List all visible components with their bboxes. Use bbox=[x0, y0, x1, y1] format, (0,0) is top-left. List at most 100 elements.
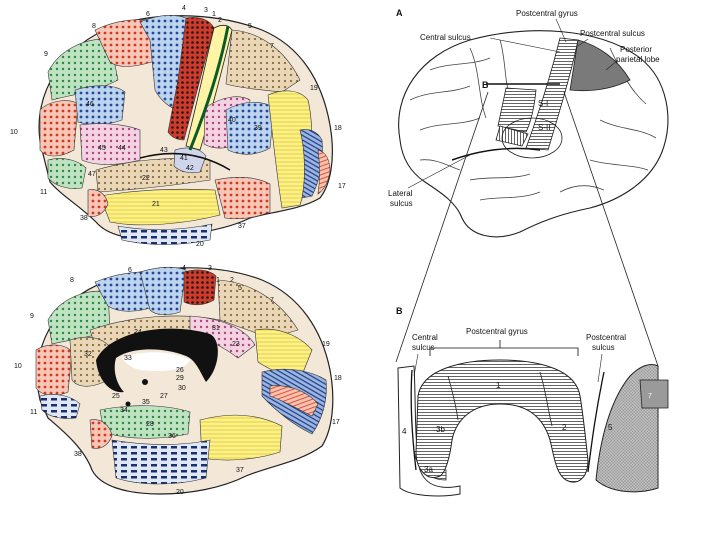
panel-a-postcentral-gyrus bbox=[525, 37, 579, 151]
area-num-43: 43 bbox=[160, 147, 168, 154]
m-area-num-27: 27 bbox=[160, 393, 168, 400]
m-area-num-4: 4 bbox=[182, 265, 186, 272]
m-area-num-7: 7 bbox=[270, 297, 274, 304]
m-area-num-29: 29 bbox=[176, 375, 184, 382]
m-area-num-10: 10 bbox=[14, 363, 22, 370]
fornix-dot bbox=[125, 401, 131, 407]
area-num-38: 38 bbox=[80, 215, 88, 222]
m-area-num-31: 31 bbox=[212, 325, 220, 332]
area-5-7-region bbox=[225, 29, 301, 93]
m-area-11-region bbox=[39, 394, 81, 419]
area-num-17: 17 bbox=[338, 183, 346, 190]
label-central-sulcus: Central sulcus bbox=[420, 33, 471, 42]
label-b-postcentral-gyrus: Postcentral gyrus bbox=[466, 327, 528, 336]
area-37-region bbox=[214, 177, 271, 220]
area-num-41: 41 bbox=[180, 155, 188, 162]
label-area-7: 7 bbox=[648, 393, 652, 400]
m-area-10-region bbox=[35, 344, 73, 396]
m-area-num-36: 36 bbox=[168, 433, 176, 440]
gyrus-bracket bbox=[429, 347, 579, 356]
area-17-region bbox=[317, 149, 331, 195]
area-num-10: 10 bbox=[10, 129, 18, 136]
area-num-18: 18 bbox=[334, 125, 342, 132]
m-area-num-9: 9 bbox=[30, 313, 34, 320]
area-num-37: 37 bbox=[238, 223, 246, 230]
medial-area-numbers: 1 2 3 4 5 6 7 8 9 10 11 17 18 19 20 23 2… bbox=[14, 265, 342, 496]
m-area-num-6: 6 bbox=[128, 267, 132, 274]
area-num-9: 9 bbox=[44, 51, 48, 58]
label-posterior: Posterior bbox=[620, 45, 652, 54]
m-area-38-region bbox=[89, 419, 113, 449]
m-area-num-8: 8 bbox=[70, 277, 74, 284]
lateral-fissure-line bbox=[139, 152, 231, 171]
m-area-num-19: 19 bbox=[322, 341, 330, 348]
m-area-num-37: 37 bbox=[236, 467, 244, 474]
label-postcentral-gyrus: Postcentral gyrus bbox=[516, 9, 578, 18]
area-num-39: 39 bbox=[254, 125, 262, 132]
area-46-region bbox=[74, 85, 126, 126]
leader-b-central bbox=[413, 353, 419, 377]
m-area-num-1: 1 bbox=[216, 277, 220, 284]
label-lateral: Lateral bbox=[388, 189, 413, 198]
panel-a-s2-outline bbox=[501, 117, 563, 159]
leader-postcentral-sulcus bbox=[577, 38, 589, 47]
area-num-20: 20 bbox=[196, 241, 204, 248]
area-num-21: 21 bbox=[152, 201, 160, 208]
label-b-central: Central bbox=[412, 333, 438, 342]
medial-brodmann-map: 1 2 3 4 5 6 7 8 9 10 11 17 18 19 20 23 2… bbox=[14, 265, 342, 496]
panel-a-b-marker: B bbox=[482, 80, 489, 90]
panel-a-letter: A bbox=[396, 8, 403, 18]
area-num-4: 4 bbox=[182, 5, 186, 12]
m-area-19-region bbox=[254, 328, 313, 381]
m-area-6-region bbox=[139, 266, 187, 316]
panel-a-posterior-parietal bbox=[569, 39, 631, 92]
area-9-region bbox=[47, 38, 119, 101]
area-21-region bbox=[99, 188, 221, 226]
panel-a: A B Central s bbox=[388, 8, 669, 238]
area-10-region bbox=[39, 100, 79, 157]
label-area-5: 5 bbox=[608, 423, 613, 432]
area-num-2: 2 bbox=[218, 17, 222, 24]
area-num-19: 19 bbox=[310, 85, 318, 92]
m-area-num-34: 34 bbox=[120, 407, 128, 414]
m-area-num-32: 32 bbox=[84, 351, 92, 358]
m-area-num-35: 35 bbox=[142, 399, 150, 406]
label-area-1: 1 bbox=[496, 381, 501, 390]
label-sulcus: sulcus bbox=[390, 199, 413, 208]
m-area-num-38: 38 bbox=[74, 451, 82, 458]
area-num-44: 44 bbox=[118, 145, 126, 152]
ventricle bbox=[122, 352, 190, 371]
leader-central-sulcus bbox=[489, 37, 561, 53]
area-num-11: 11 bbox=[40, 189, 47, 196]
m-area-17-region bbox=[269, 385, 319, 417]
leader-b-postcentral bbox=[597, 353, 603, 383]
area-4-region bbox=[167, 17, 215, 141]
area-num-8: 8 bbox=[92, 23, 96, 30]
area-44-45-region bbox=[79, 123, 141, 165]
m-area-5-7-region bbox=[217, 279, 299, 339]
panel-a-lateral-sulcus bbox=[451, 147, 541, 161]
area-num-47: 47 bbox=[88, 171, 96, 178]
m-area-num-17: 17 bbox=[332, 419, 340, 426]
area-47-11-region bbox=[47, 158, 87, 189]
label-b-postcentral: Postcentral bbox=[586, 333, 626, 342]
postcentral-sulcus-line bbox=[587, 371, 605, 473]
m-area-num-23: 23 bbox=[232, 341, 240, 348]
area-num-45: 45 bbox=[98, 145, 106, 152]
label-postcentral-sulcus: Postcentral sulcus bbox=[580, 29, 645, 38]
m-area-28-36-region bbox=[99, 405, 191, 439]
m-area-num-5: 5 bbox=[238, 285, 242, 292]
label-area-3a: 3a bbox=[424, 465, 433, 474]
panel-b-letter: B bbox=[396, 306, 403, 316]
corpus-callosum bbox=[96, 328, 218, 393]
area-num-40: 40 bbox=[228, 117, 236, 124]
leader-lateral-sulcus bbox=[407, 154, 471, 189]
m-area-4-region bbox=[183, 269, 217, 306]
m-area-num-30: 30 bbox=[178, 385, 186, 392]
area-4-block bbox=[397, 365, 461, 497]
label-b-central-sulcus: sulcus bbox=[412, 343, 435, 352]
m-area-20-region bbox=[111, 439, 211, 485]
label-b-postcentral-sulcus: sulcus bbox=[592, 343, 615, 352]
area-20-region bbox=[117, 223, 213, 245]
panel-b: B Central sulcus Postcentral gyrus Postc… bbox=[396, 306, 669, 497]
